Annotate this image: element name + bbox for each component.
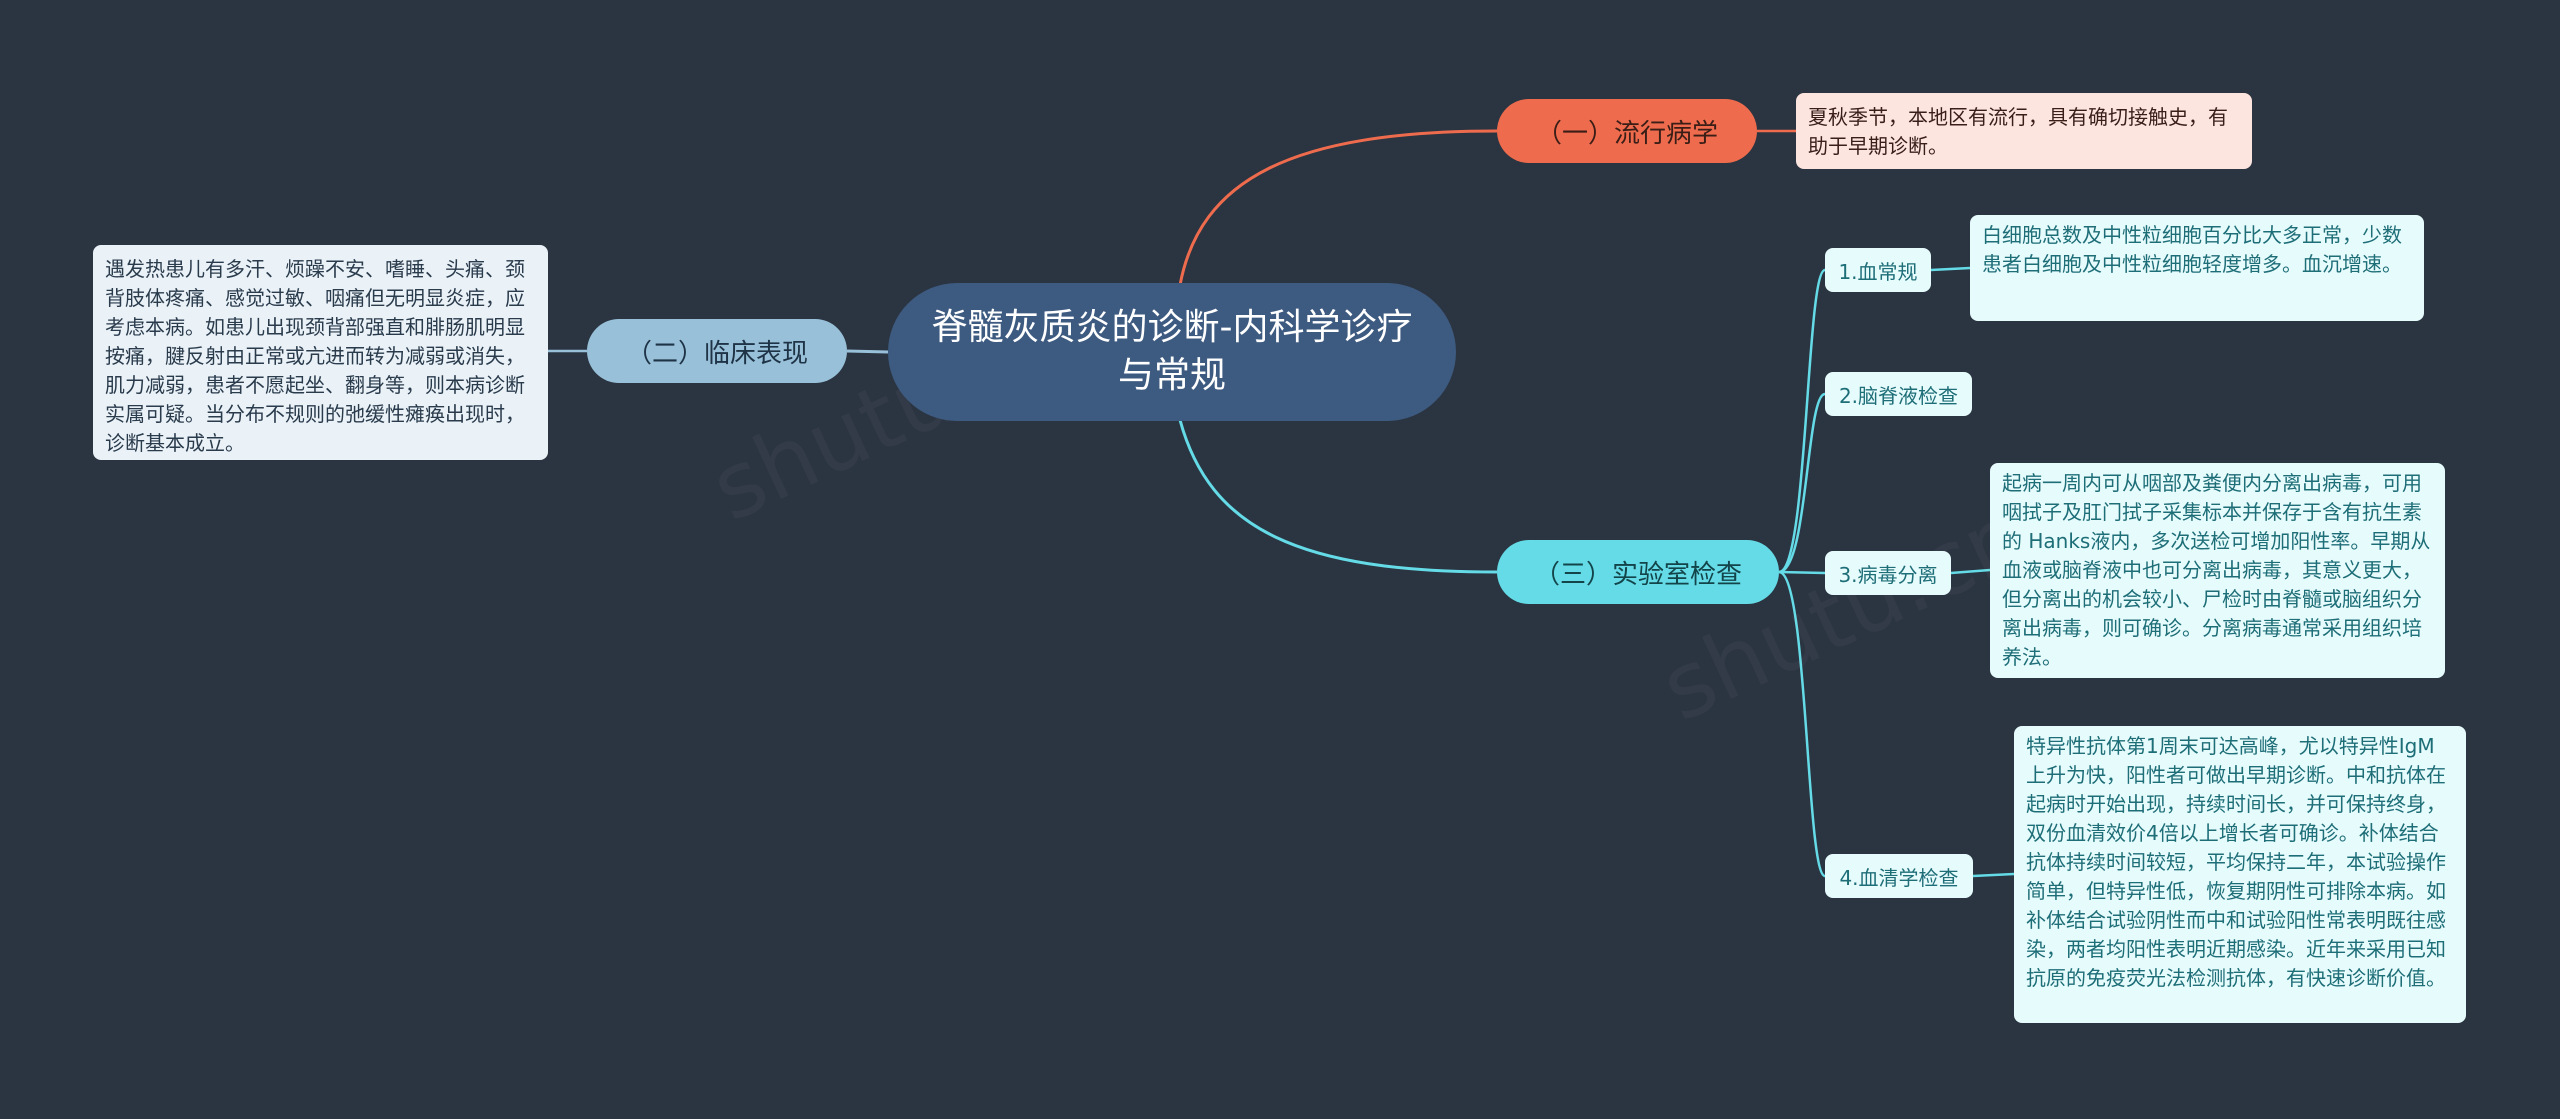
root-topic-label: 脊髓灰质炎的诊断-内科学诊疗与常规	[931, 307, 1413, 396]
detail-blood-routine[interactable]: 白细胞总数及中性粒细胞百分比大多正常，少数患者白细胞及中性粒细胞轻度增多。血沉增…	[1970, 215, 2424, 321]
leaf-blood-routine-label: 1.血常规	[1838, 259, 1918, 284]
note-epidemiology[interactable]: 夏秋季节，本地区有流行，具有确切接触史，有助于早期诊断。	[1796, 93, 2252, 169]
link-lab-leaf1	[1778, 268, 1827, 574]
leaf-csf-exam-label: 2.脑脊液检查	[1838, 383, 1959, 408]
leaf-blood-routine[interactable]: 1.血常规	[1825, 248, 1931, 292]
link-lab-leaf2	[1778, 392, 1826, 574]
branch-clinical[interactable]: （二）临床表现	[587, 319, 847, 383]
leaf-virus-isolation[interactable]: 3.病毒分离	[1825, 551, 1951, 595]
link-lab-leaf3	[1778, 570, 1826, 575]
branch-epidemiology-label: （一）流行病学	[1535, 118, 1718, 149]
link-root-clinical	[846, 349, 889, 354]
note-clinical[interactable]: 遇发热患儿有多汗、烦躁不安、嗜睡、头痛、颈背肢体疼痛、感觉过敏、咽痛但无明显炎症…	[93, 245, 548, 460]
branch-epidemiology[interactable]: （一）流行病学	[1497, 99, 1757, 163]
link-lab-leaf4	[1778, 570, 1827, 878]
link-leaf4-detail	[1972, 872, 2015, 878]
link-root-epidemiology	[1178, 129, 1498, 286]
branch-clinical-label: （二）临床表现	[625, 338, 808, 369]
leaf-serology[interactable]: 4.血清学检查	[1825, 854, 1973, 898]
link-root-lab	[1178, 419, 1498, 574]
leaf-virus-isolation-label: 3.病毒分离	[1838, 562, 1938, 587]
link-leaf3-detail	[1950, 568, 1991, 575]
branch-lab[interactable]: （三）实验室检查	[1497, 540, 1779, 604]
leaf-csf-exam[interactable]: 2.脑脊液检查	[1825, 372, 1972, 416]
detail-virus-isolation[interactable]: 起病一周内可从咽部及粪便内分离出病毒，可用咽拭子及肛门拭子采集标本并保存于含有抗…	[1990, 463, 2445, 678]
detail-serology[interactable]: 特异性抗体第1周末可达高峰，尤以特异性IgM上升为快，阳性者可做出早期诊断。中和…	[2014, 726, 2466, 1023]
link-leaf1-detail	[1930, 266, 1971, 272]
leaf-serology-label: 4.血清学检查	[1839, 865, 1959, 890]
root-topic[interactable]: 脊髓灰质炎的诊断-内科学诊疗与常规	[888, 283, 1456, 421]
branch-lab-label: （三）实验室检查	[1533, 559, 1742, 590]
